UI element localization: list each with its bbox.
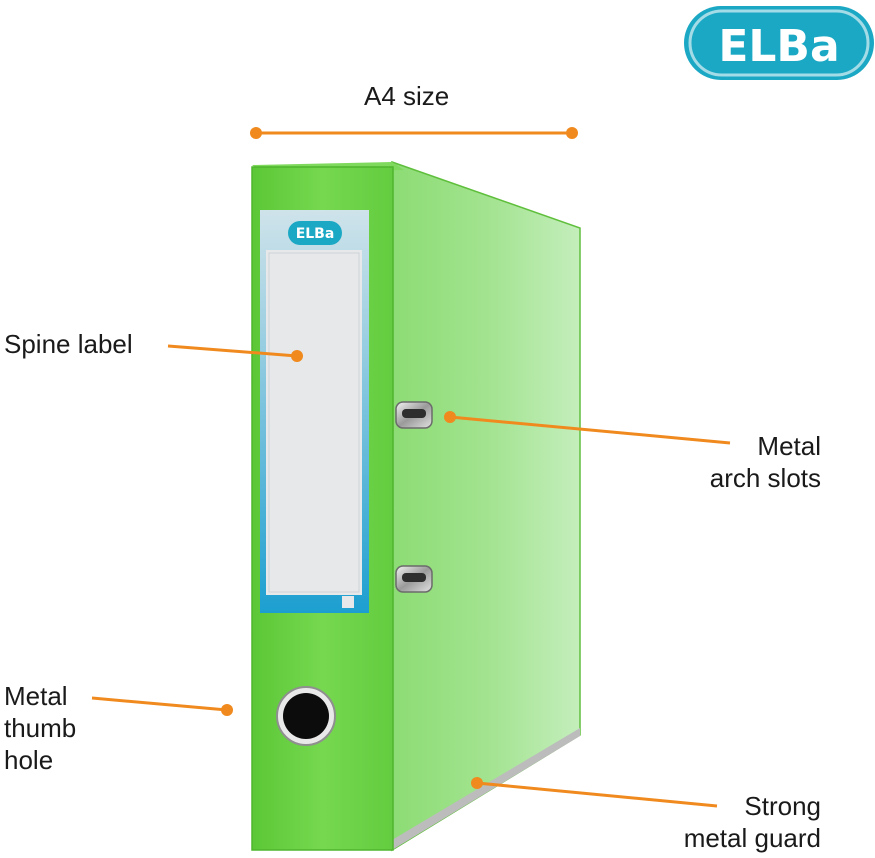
callout-thumb-hole-line-1: Metal — [4, 681, 68, 711]
lever-arch-binder: ELBa — [251, 160, 581, 852]
callout-line-metal-guard — [471, 777, 718, 808]
brand-logo-text: ELBa — [718, 21, 839, 72]
dimension-line — [250, 127, 578, 139]
spine-logo-text: ELBa — [296, 226, 335, 242]
callout-line-arch-slots — [444, 411, 731, 445]
callout-line-spine-label — [167, 344, 303, 362]
dimension-label: A4 size — [364, 81, 450, 111]
callout-thumb-hole-line-3: hole — [4, 745, 54, 775]
spine-logo: ELBa — [288, 221, 342, 245]
callout-thumb-hole-line-2: thumb — [4, 713, 77, 743]
brand-logo: ELBa — [684, 6, 874, 80]
callout-line-thumb-hole — [91, 696, 233, 716]
arch-slot-bottom — [395, 565, 433, 593]
callout-arch-slots: Metal arch slots — [710, 430, 821, 494]
callout-metal-guard: Strong metal guard — [684, 790, 821, 854]
callout-metal-guard-line-1: Strong — [744, 791, 821, 821]
callout-metal-guard-line-2: metal guard — [683, 823, 821, 853]
callout-spine-label: Spine label — [4, 328, 133, 360]
callout-thumb-hole: Metal thumb hole — [4, 680, 76, 776]
metal-guard — [392, 728, 580, 850]
callout-arch-slots-line-2: arch slots — [709, 463, 821, 493]
thumb-hole — [276, 686, 336, 746]
arch-slot-top — [395, 401, 433, 429]
callout-arch-slots-line-1: Metal — [757, 431, 821, 461]
spine-label: ELBa — [260, 210, 369, 613]
callout-spine-label-line-1: Spine label — [4, 329, 133, 359]
